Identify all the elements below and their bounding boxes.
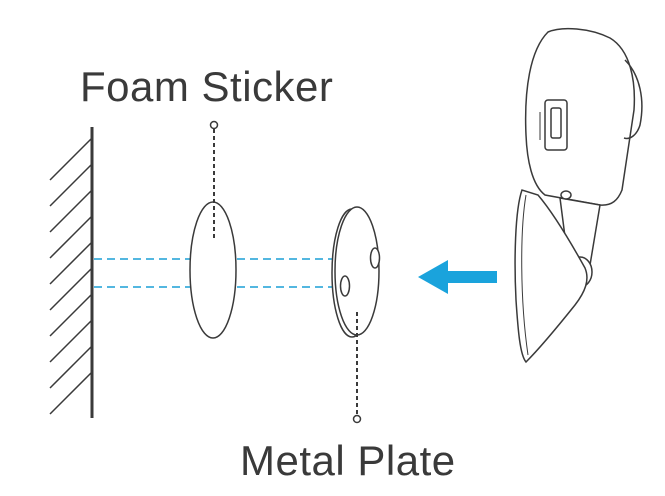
camera-screw [560,190,572,200]
alignment-guides [94,258,375,288]
camera-back-ring [623,59,643,140]
arrow-left-icon [418,260,497,294]
camera-side-slot [550,107,562,139]
wall [49,127,94,418]
metal-plate-upper-hole [369,247,381,269]
arrow-head [418,260,448,294]
metal-plate [331,206,381,338]
wall-hatching [49,137,93,415]
camera-base [514,189,588,364]
plate-leader-dot [352,414,362,424]
camera-head [524,27,636,206]
camera-base-inner-edge [521,194,529,356]
metal-plate-label: Metal Plate [240,437,456,484]
foam-sticker-label: Foam Sticker [80,63,334,110]
plate-leader [352,312,362,424]
foam-leader [209,120,219,240]
camera-icon [514,27,643,364]
foam-leader-dot [209,120,219,130]
metal-plate-lower-hole [339,275,351,297]
arrow-shaft [443,271,497,283]
